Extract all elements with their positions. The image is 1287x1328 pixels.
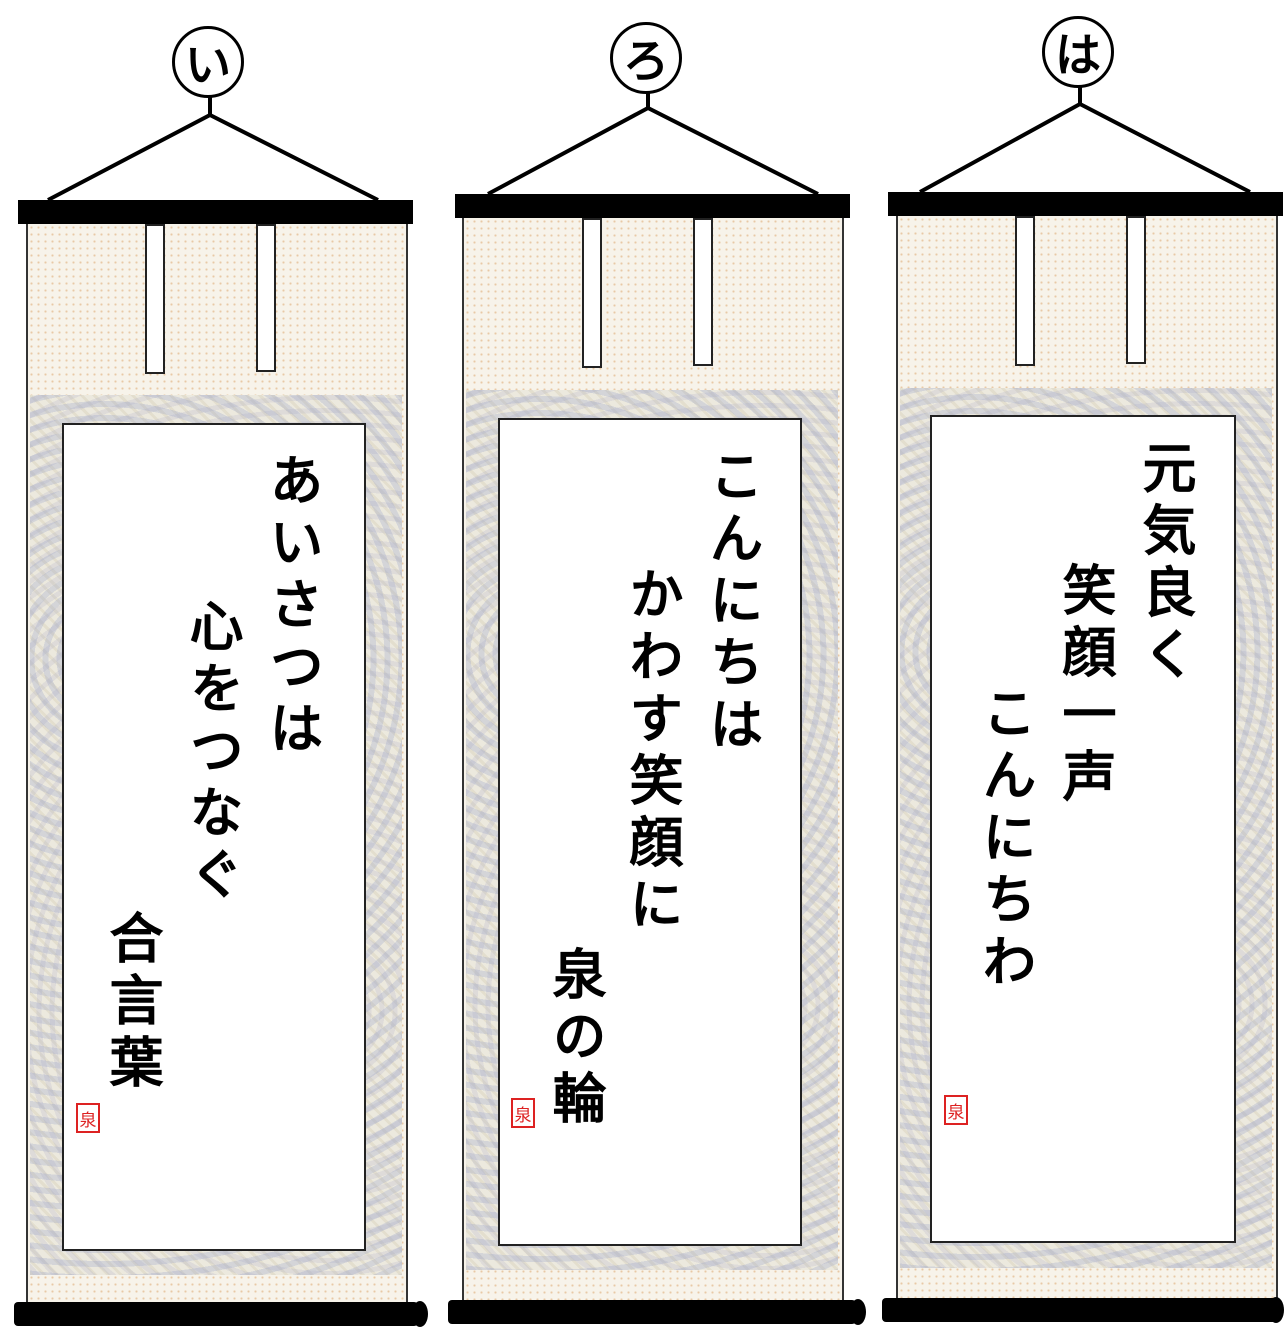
poem-line-3: 泉の輪 xyxy=(543,946,607,1132)
bottom-rod xyxy=(448,1300,856,1324)
poem-line-3: こんにちわ xyxy=(973,685,1037,995)
top-rod xyxy=(18,200,413,224)
seal-stamp: 泉 xyxy=(511,1098,535,1128)
poem-line-2: 心をつなぐ xyxy=(180,598,244,908)
poem-line-2: かわす笑顔に xyxy=(620,566,684,938)
poem-panel xyxy=(498,418,802,1246)
poem-panel xyxy=(930,415,1236,1243)
futai-strip-left xyxy=(145,224,165,374)
poem-panel xyxy=(62,423,366,1251)
poem-line-1: 元気良く xyxy=(1133,440,1197,688)
top-rod xyxy=(888,192,1283,216)
rod-end xyxy=(412,1301,428,1327)
badge-ha: は xyxy=(1042,16,1114,88)
scroll-i: い あいさつは 心をつなぐ 合言葉 泉 xyxy=(0,0,430,1328)
top-rod xyxy=(455,194,850,218)
poem-line-1: あいさつは xyxy=(260,452,324,762)
futai-strip-right xyxy=(256,224,276,372)
rod-end xyxy=(1268,1297,1284,1323)
futai-strip-left xyxy=(1015,216,1035,366)
hanging-string xyxy=(487,92,819,196)
badge-ro: ろ xyxy=(610,22,682,94)
bottom-rod xyxy=(14,1302,418,1326)
bottom-rod xyxy=(882,1298,1277,1322)
poem-line-3: 合言葉 xyxy=(100,910,164,1096)
hanging-string xyxy=(47,96,379,202)
seal-stamp: 泉 xyxy=(944,1095,968,1125)
scroll-ro: ろ こんにちは かわす笑顔に 泉の輪 泉 xyxy=(448,22,866,1325)
hanging-string xyxy=(919,86,1251,194)
rod-end xyxy=(850,1299,866,1325)
futai-strip-right xyxy=(1126,216,1146,364)
seal-stamp: 泉 xyxy=(76,1103,100,1133)
futai-strip-right xyxy=(693,218,713,366)
poem-line-2: 笑顔一声 xyxy=(1053,562,1117,810)
badge-i: い xyxy=(172,26,244,98)
futai-strip-left xyxy=(582,218,602,368)
poem-line-1: こんにちは xyxy=(700,448,764,758)
